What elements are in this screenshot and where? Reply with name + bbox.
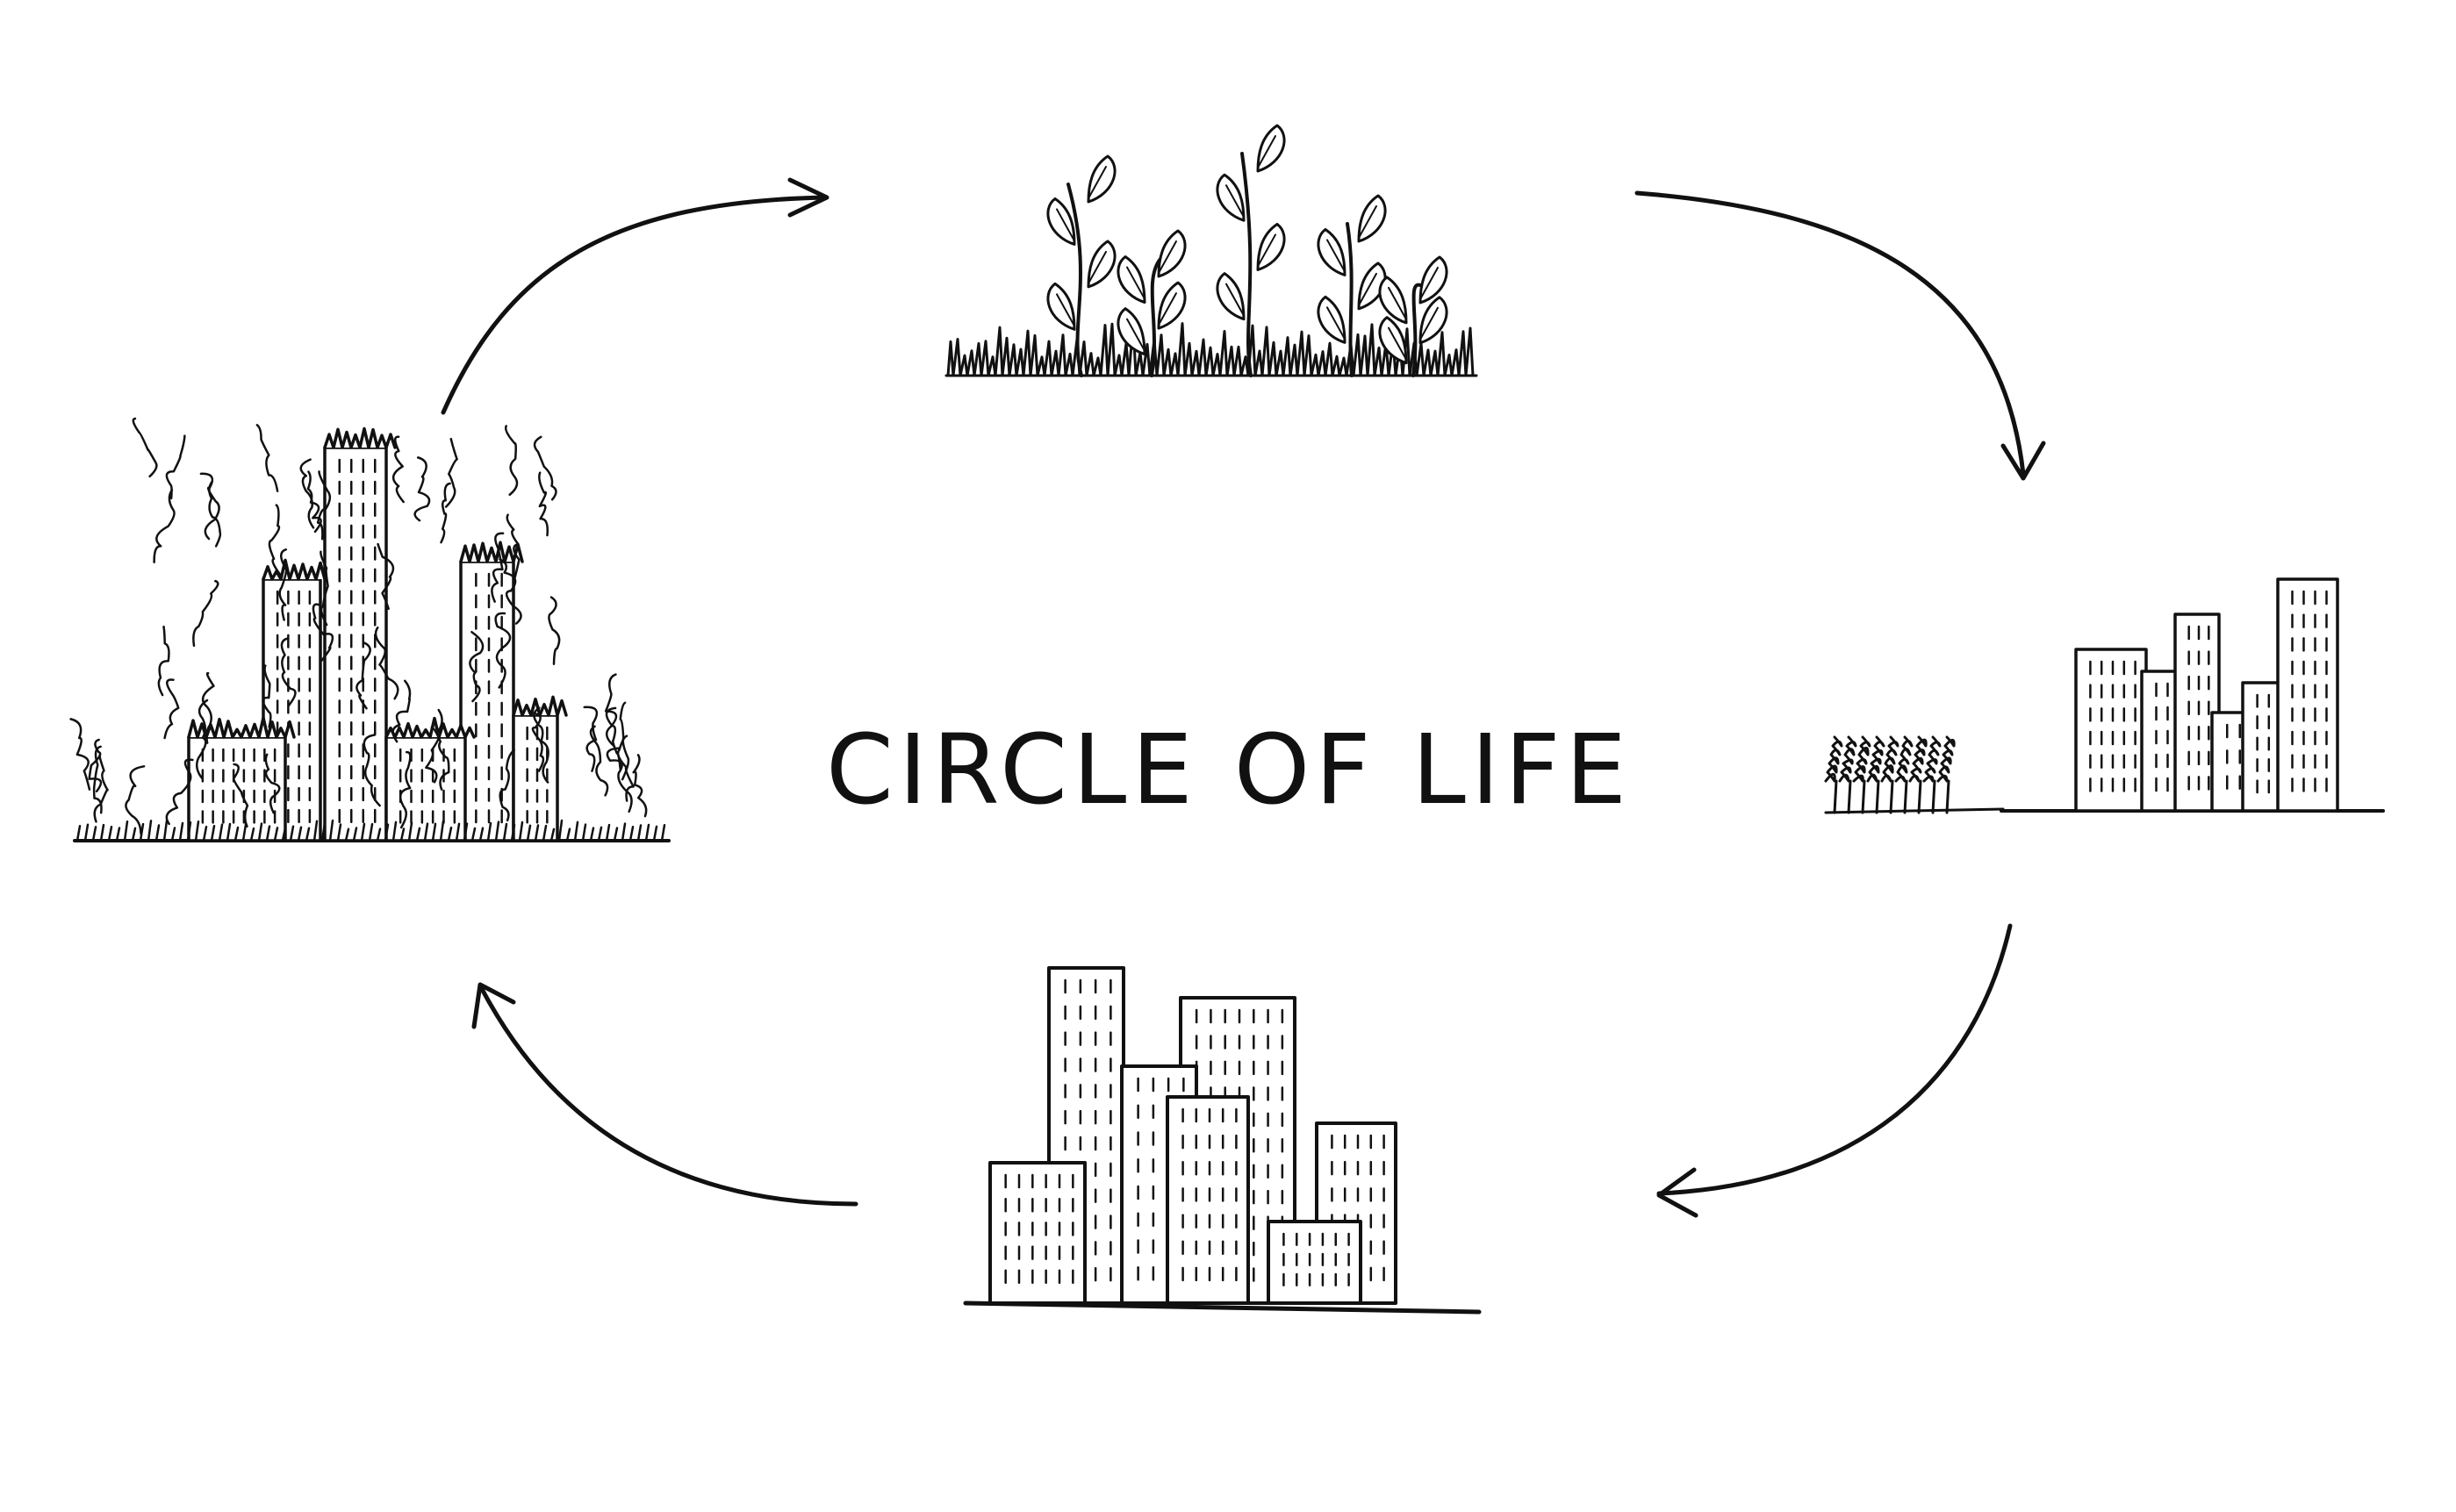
building	[2276, 577, 2339, 813]
building	[1166, 1095, 1250, 1305]
arrow-town-to-city	[1656, 923, 2013, 1218]
arrow-plants-to-town	[1634, 190, 2046, 481]
building	[187, 716, 296, 842]
building	[2074, 648, 2148, 813]
sprouting-plants-illustration	[944, 124, 1478, 377]
overgrown-ruins-illustration	[69, 417, 671, 842]
arrow-ruins-to-plants	[441, 177, 829, 415]
building	[1267, 1220, 1362, 1305]
arrow-city-to-ruins	[471, 982, 858, 1207]
building	[988, 1161, 1087, 1305]
big-city-illustration	[963, 966, 1482, 1315]
building	[262, 558, 327, 842]
building	[384, 716, 476, 842]
building	[323, 426, 397, 842]
diagram-title: CIRCLE OF LIFE	[826, 713, 1632, 826]
small-town-illustration	[1824, 577, 2385, 814]
